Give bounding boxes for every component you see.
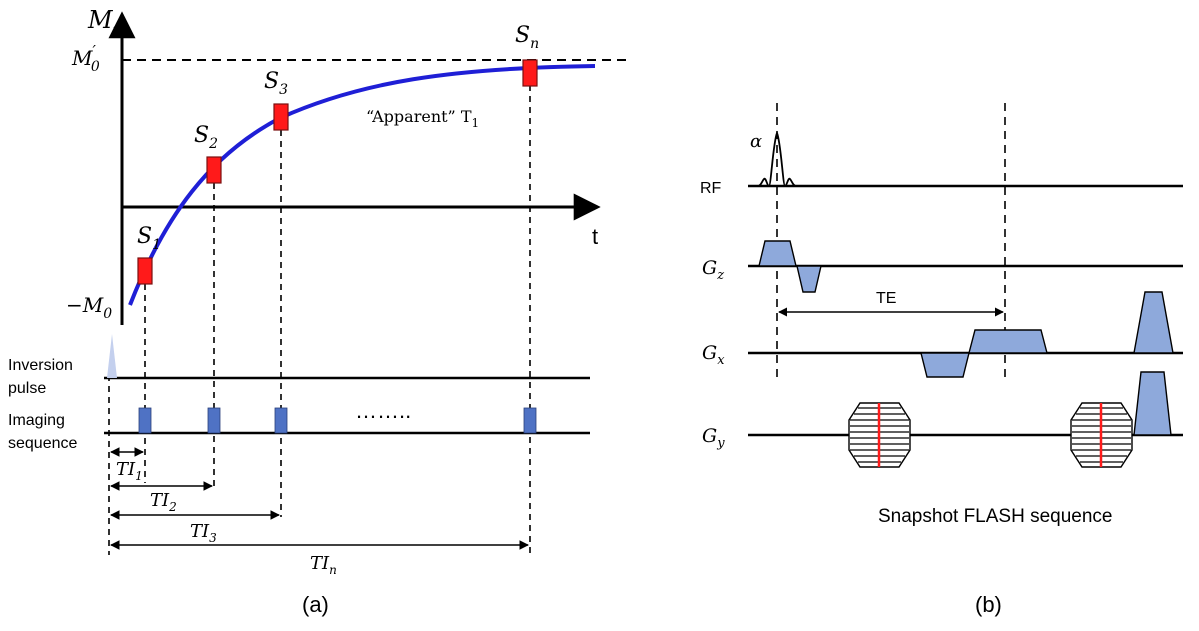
rf-sinc-pulse [757, 130, 797, 187]
inversion-pulse-spike [107, 334, 117, 378]
inversion-pulse-label: Inversion [8, 357, 73, 374]
gz-rephase-lobe [796, 265, 822, 293]
sample-marker-s3 [273, 103, 289, 131]
row-label-gx: Gx [702, 342, 725, 368]
row-label-rf: RF [700, 180, 722, 197]
imaging-sequence-label: Imaging [8, 412, 65, 429]
gx-spoiler-lobe [1133, 291, 1174, 354]
x-axis-label: t [592, 224, 598, 249]
gy-phase-encode-table-2 [1070, 402, 1133, 468]
sample-marker-s2 [206, 156, 222, 184]
imaging-block-3 [274, 407, 288, 434]
panel-b: RF Gz Gx Gy α TE [700, 103, 1183, 617]
continuation-dots: …….. [355, 398, 411, 423]
ti-label-n: TIn [310, 553, 337, 577]
te-label: TE [876, 290, 896, 307]
m0-prime-label: M′0 [71, 42, 100, 75]
row-label-gz: Gz [702, 257, 724, 283]
imaging-block-1 [138, 407, 152, 434]
caption-a: (a) [302, 592, 329, 617]
gy-phase-encode-table-1 [848, 402, 911, 468]
sample-label-sn: Sn [515, 23, 539, 52]
gy-spoiler-lobe [1133, 371, 1172, 436]
inversion-pulse-label-2: pulse [8, 380, 46, 397]
imaging-block-n [523, 407, 537, 434]
ti-label-2: TI2 [150, 490, 177, 514]
sample-marker-sn [522, 59, 538, 87]
gx-readout-lobe [968, 329, 1048, 354]
gx-prephase-lobe [920, 352, 970, 378]
curve-label: “Apparent” T1 [366, 107, 479, 130]
gz-slice-select-lobe [758, 240, 797, 267]
ti-label-1: TI1 [116, 459, 143, 483]
sample-label-s3: S3 [264, 69, 288, 98]
imaging-block-2 [207, 407, 221, 434]
panel-a: Mz t M′0 −M0 “Apparent” T1 S1 S2 S3 Sn I… [8, 6, 628, 617]
caption-b: (b) [975, 592, 1002, 617]
row-label-gy: Gy [702, 425, 725, 451]
imaging-sequence-label-2: sequence [8, 435, 77, 452]
y-axis-label: Mz [87, 6, 121, 38]
recovery-curve [128, 64, 596, 306]
flip-angle-label: α [750, 131, 762, 152]
sample-label-s1: S1 [137, 224, 161, 253]
sample-marker-s1 [137, 257, 153, 285]
sequence-title: Snapshot FLASH sequence [878, 506, 1113, 527]
neg-m0-label: −M0 [66, 293, 112, 322]
sample-label-s2: S2 [194, 123, 218, 152]
ti-label-3: TI3 [190, 521, 217, 545]
